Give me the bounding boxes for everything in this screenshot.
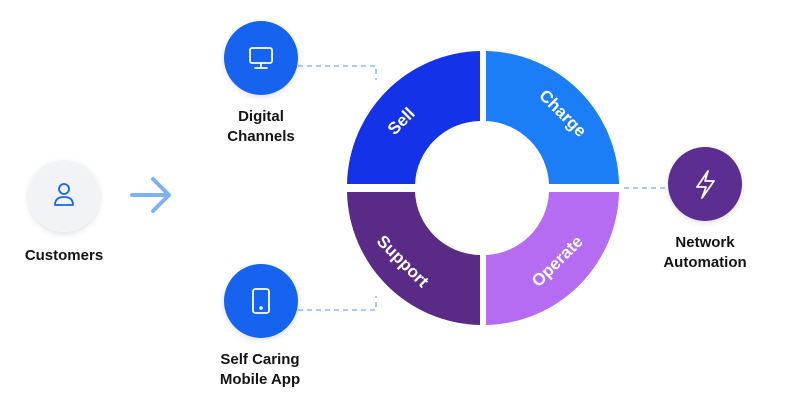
- user-icon: [54, 183, 74, 206]
- mobile-app-node[interactable]: [224, 264, 298, 338]
- ring-segment-charge[interactable]: [486, 51, 619, 184]
- mobile-app-label: Self Caring Mobile App: [219, 351, 301, 388]
- mobile-phone-icon: [252, 288, 270, 314]
- flow-arrow-icon: [130, 177, 171, 213]
- digital-channels-label: Digital Channels: [227, 108, 295, 145]
- customer-icon-circle: [28, 160, 100, 232]
- connector-digital-channels: [298, 65, 377, 80]
- customers-node[interactable]: [28, 160, 100, 232]
- digital-channels-node[interactable]: [224, 21, 298, 95]
- network-automation-node[interactable]: [668, 147, 742, 221]
- monitor-icon: [249, 47, 273, 69]
- network-automation-label: Network Automation: [663, 234, 747, 271]
- lifecycle-ring: Sell Charge Operate Support: [347, 51, 619, 325]
- ring-segment-operate[interactable]: [486, 192, 619, 325]
- connector-lines: [298, 65, 672, 311]
- channel-icon-circle: [224, 264, 298, 338]
- network-icon-circle: [668, 147, 742, 221]
- customers-label: Customers: [24, 247, 104, 264]
- lightning-bolt-icon: [696, 170, 715, 199]
- channel-icon-circle: [224, 21, 298, 95]
- ring-segment-support[interactable]: [347, 192, 480, 325]
- ring-segment-sell[interactable]: [347, 51, 480, 184]
- connector-mobile-app: [298, 296, 377, 311]
